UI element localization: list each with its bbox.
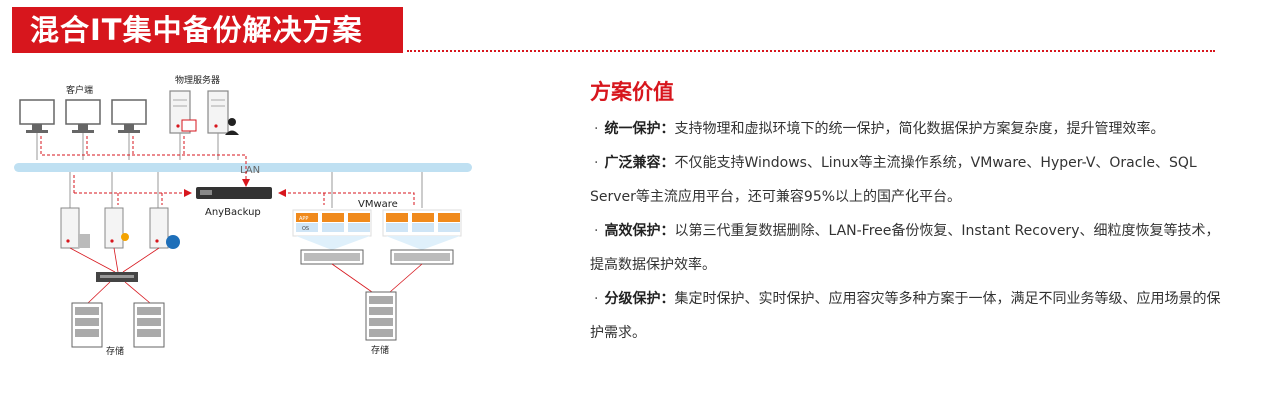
value-item-text: 不仅能支持Windows、Linux等主流操作系统，VMware、Hyper-V… xyxy=(590,155,1197,205)
value-item-term: 分级保护： xyxy=(604,291,675,307)
storage-left-1-icon xyxy=(71,302,103,348)
page-title: 混合IT集中备份解决方案 xyxy=(12,7,403,53)
value-item-term: 广泛兼容： xyxy=(604,155,675,171)
value-item-text: 集定时保护、实时保护、应用容灾等多种方案于一体，满足不同业务等级、应用场景的保护… xyxy=(590,291,1221,341)
database-server-icon xyxy=(60,207,90,249)
value-item: ·广泛兼容：不仅能支持Windows、Linux等主流操作系统，VMware、H… xyxy=(590,155,1197,205)
web-server-icon xyxy=(149,207,180,249)
vm-os-label: OS xyxy=(302,226,309,232)
vmware-host-right xyxy=(382,209,462,250)
value-item: ·高效保护：以第三代重复数据删除、LAN-Free备份恢复、Instant Re… xyxy=(590,223,1220,273)
key-server-icon xyxy=(104,207,129,249)
storage-left-label: 存储 xyxy=(106,345,124,357)
value-item-text: 以第三代重复数据删除、LAN-Free备份恢复、Instant Recovery… xyxy=(590,223,1220,273)
anybackup-label: AnyBackup xyxy=(205,207,261,218)
value-item: ·分级保护：集定时保护、实时保护、应用容灾等多种方案于一体，满足不同业务等级、应… xyxy=(590,291,1221,341)
esxi-server-left-icon xyxy=(300,249,364,265)
solution-value-list: ·统一保护：支持物理和虚拟环境下的统一保护，简化数据保护方案复杂度，提升管理效率… xyxy=(590,112,1230,350)
client-computer-1-icon xyxy=(19,99,55,133)
lan-label: LAN xyxy=(240,165,260,176)
client-computer-3-icon xyxy=(111,99,147,133)
value-item: ·统一保护：支持物理和虚拟环境下的统一保护，简化数据保护方案复杂度，提升管理效率… xyxy=(594,121,1165,137)
vmware-host-left: APP OS xyxy=(292,209,372,250)
physical-server-1-icon xyxy=(169,90,197,134)
solution-value-title: 方案价值 xyxy=(590,80,674,104)
storage-left-2-icon xyxy=(133,302,165,348)
solution-value-section: 方案价值 ·统一保护：支持物理和虚拟环境下的统一保护，简化数据保护方案复杂度，提… xyxy=(590,76,1230,350)
esxi-server-right-icon xyxy=(390,249,454,265)
value-item-term: 统一保护： xyxy=(604,121,675,137)
physical-servers-label: 物理服务器 xyxy=(175,74,220,86)
lan-bus xyxy=(14,163,472,172)
vm-app-label: APP xyxy=(299,216,308,222)
physical-server-2-icon xyxy=(207,90,229,134)
client-computer-2-icon xyxy=(65,99,101,133)
architecture-diagram: 客户端 物理服务器 LAN AnyBackup xyxy=(14,74,472,357)
storage-right-icon xyxy=(365,291,397,341)
value-item-term: 高效保护： xyxy=(604,223,675,239)
anybackup-appliance-icon xyxy=(196,187,272,199)
storage-right-label: 存储 xyxy=(371,344,389,356)
administrator-icon xyxy=(225,118,239,135)
value-item-text: 支持物理和虚拟环境下的统一保护，简化数据保护方案复杂度，提升管理效率。 xyxy=(674,121,1165,137)
san-switch-icon xyxy=(96,272,138,282)
clients-label: 客户端 xyxy=(66,84,93,96)
title-divider xyxy=(407,50,1215,52)
vmware-label: VMware xyxy=(358,199,398,210)
